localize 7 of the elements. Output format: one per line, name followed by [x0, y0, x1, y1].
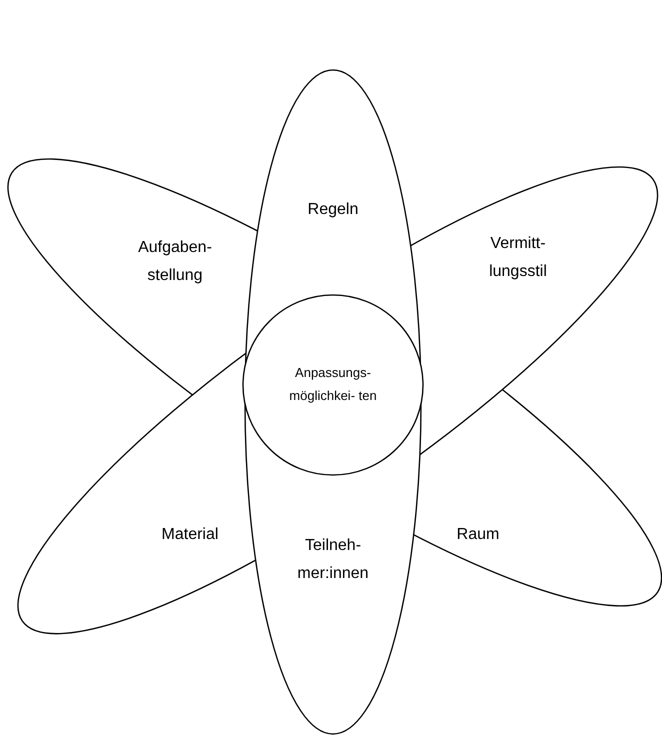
- node-label: Material: [162, 524, 218, 545]
- node-label: Anpassungs- möglichkei- ten: [288, 364, 378, 405]
- node-label: Vermitt- lungsstil: [488, 234, 548, 282]
- node-label: Aufgaben- stellung: [137, 238, 213, 286]
- node-label: Raum: [456, 524, 500, 545]
- node-label: Teilneh- mer:innen: [296, 536, 370, 584]
- node-label: Regeln: [308, 200, 358, 220]
